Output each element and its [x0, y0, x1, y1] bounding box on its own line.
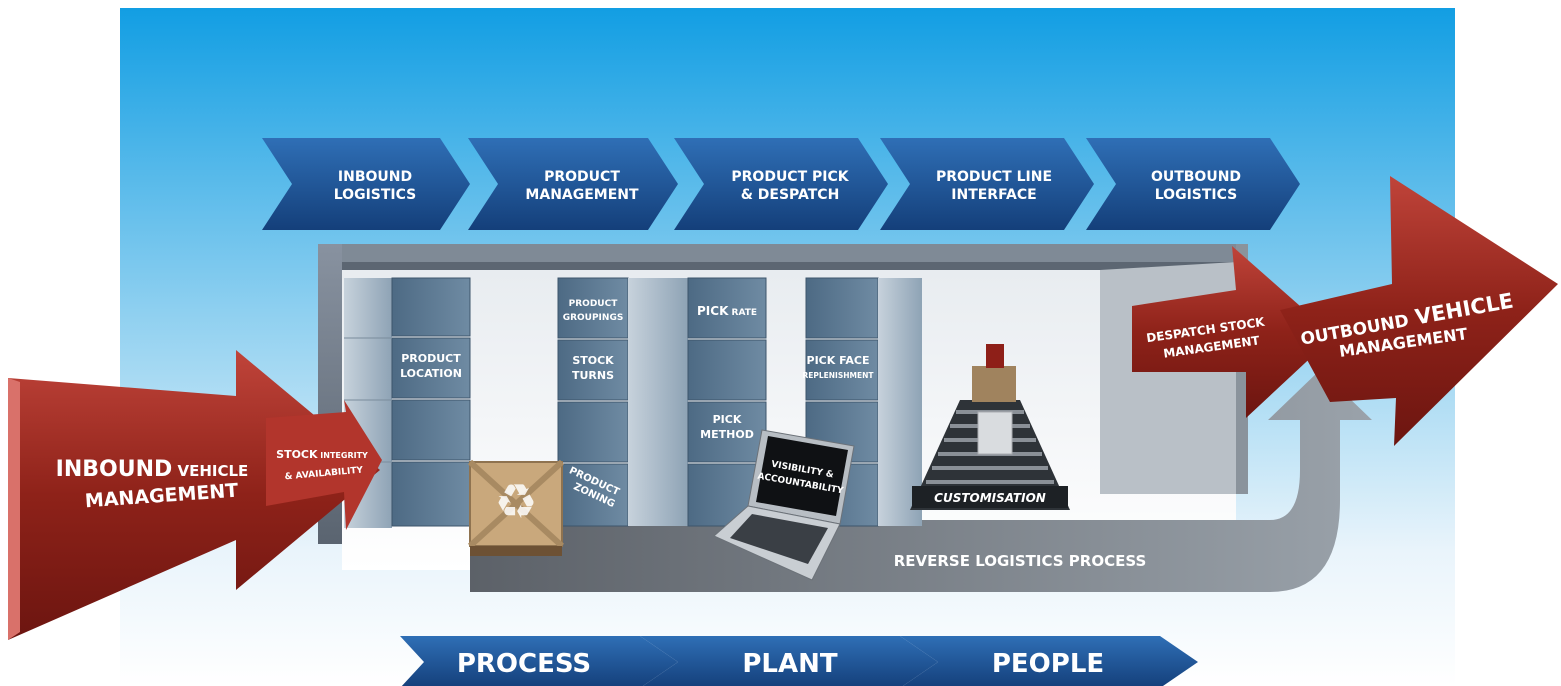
chevron-people: PEOPLE	[900, 636, 1198, 686]
block-stock-turns-line2: TURNS	[572, 369, 614, 382]
block-stock-turns-line1: STOCK	[572, 354, 614, 367]
block-product-location-line2: LOCATION	[400, 367, 462, 380]
bottom-chevron-row: PROCESS PLANT PEOPLE	[400, 636, 1198, 686]
chevron-label-line1: PRODUCT LINE	[936, 169, 1052, 185]
stock-integrity-line1a: STOCK	[276, 448, 318, 461]
block-pick-rate-line2: RATE	[728, 308, 757, 318]
reverse-logistics-label: REVERSE LOGISTICS PROCESS	[894, 552, 1147, 570]
chevron-label-line1: PRODUCT	[544, 169, 620, 185]
recycle-crate: ♻	[467, 459, 565, 556]
chevron-process: PROCESS	[400, 636, 678, 686]
block-pick-method-line1: PICK	[713, 413, 742, 426]
customisation-conveyor: CUSTOMISATION	[910, 344, 1070, 510]
inbound-vehicle-line1b: VEHICLE	[172, 462, 248, 480]
chevron-product-pick-despatch: PRODUCT PICK & DESPATCH	[674, 138, 888, 230]
chevron-plant: PLANT	[640, 636, 938, 686]
reverse-logistics-arrow: REVERSE LOGISTICS PROCESS	[470, 370, 1372, 592]
svg-text:INBOUND VEHICLE: INBOUND VEHICLE	[56, 457, 249, 482]
inbound-vehicle-line1a: INBOUND	[56, 457, 173, 482]
chevron-label-line1: OUTBOUND	[1151, 169, 1241, 185]
storage-column-left: PRODUCT LOCATION	[344, 277, 471, 528]
chevron-label-line2: INTERFACE	[951, 187, 1036, 203]
chevron-outbound-logistics: OUTBOUND LOGISTICS	[1086, 138, 1300, 230]
chevron-label-line1: PRODUCT PICK	[731, 169, 849, 185]
chevron-product-management: PRODUCT MANAGEMENT	[468, 138, 678, 230]
storage-column-middle: PRODUCT GROUPINGS STOCK TURNS PRODUCT ZO…	[557, 277, 767, 527]
chevron-label-line2: MANAGEMENT	[525, 187, 639, 203]
chevron-inbound-logistics: INBOUND LOGISTICS	[262, 138, 470, 230]
despatch-stock-arrow: DESPATCH STOCK MANAGEMENT	[1132, 246, 1334, 418]
chevron-label-line2: LOGISTICS	[334, 187, 416, 203]
process-chevron-row: INBOUND LOGISTICS PRODUCT MANAGEMENT PRO…	[262, 138, 1300, 230]
block-product-location-line1: PRODUCT	[401, 352, 461, 365]
block-product-groupings-line1: PRODUCT	[569, 299, 619, 309]
recycle-icon: ♻	[494, 474, 537, 530]
stock-integrity-arrow: STOCK INTEGRITY & AVAILABILITY	[266, 400, 382, 530]
bottom-step-plant: PLANT	[742, 649, 838, 679]
block-product-groupings-line2: GROUPINGS	[563, 313, 624, 323]
customisation-label: CUSTOMISATION	[934, 491, 1046, 505]
svg-text:STOCK INTEGRITY: STOCK INTEGRITY	[276, 448, 368, 461]
block-pick-face-line1: PICK FACE	[807, 354, 870, 367]
chevron-label-line2: LOGISTICS	[1155, 187, 1237, 203]
bottom-step-people: PEOPLE	[992, 649, 1104, 679]
laptop: VISIBILITY & ACCOUNTABILITY	[713, 429, 855, 581]
block-pick-face-line2: REPLENISHMENT	[802, 371, 874, 380]
outbound-vehicle-arrow: OUTBOUND VEHICLE MANAGEMENT	[1280, 176, 1558, 446]
stock-integrity-line1b: INTEGRITY	[318, 451, 369, 460]
chevron-product-line-interface: PRODUCT LINE INTERFACE	[880, 138, 1094, 230]
block-pick-method-line2: METHOD	[700, 428, 754, 441]
chevron-label-line2: & DESPATCH	[741, 187, 840, 203]
bottom-step-process: PROCESS	[457, 649, 591, 679]
block-pick-rate-line1: PICK	[697, 304, 729, 318]
svg-text:PICK RATE: PICK RATE	[697, 304, 757, 318]
chevron-label-line1: INBOUND	[338, 169, 412, 185]
